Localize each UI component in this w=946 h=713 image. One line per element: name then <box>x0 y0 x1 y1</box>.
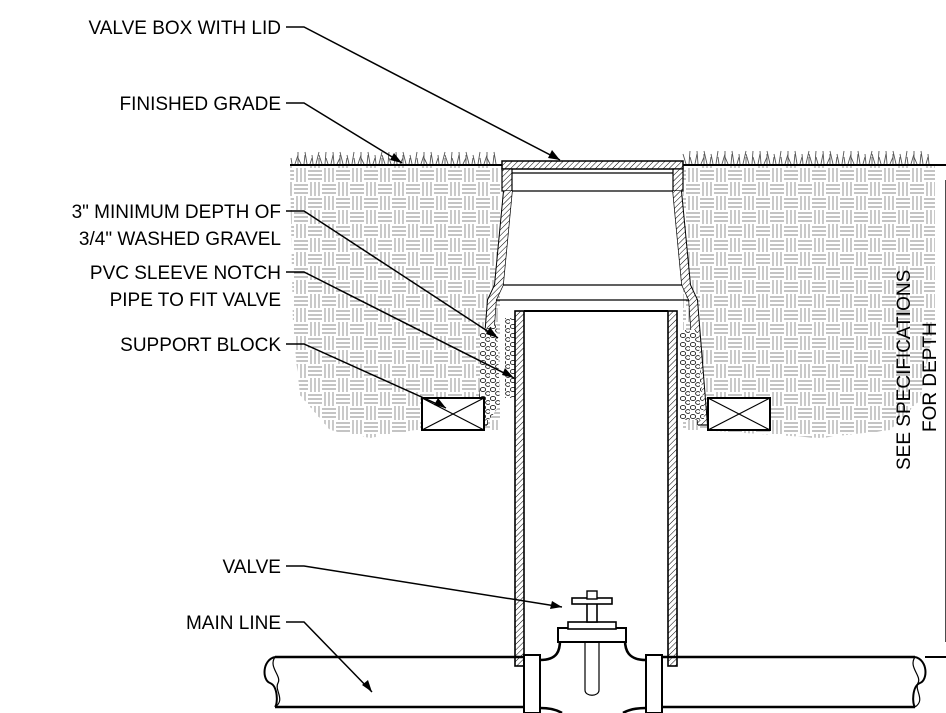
label-valve-box: VALVE BOX WITH LID <box>88 18 281 39</box>
leader-valve-box <box>286 26 561 161</box>
pvc-sleeve <box>514 310 678 667</box>
label-depth-note: SEE SPECIFICATIONS FOR DEPTH <box>894 270 941 470</box>
leader-sleeve <box>286 271 515 379</box>
depth-dimension <box>925 164 946 658</box>
valve-box-lid <box>501 160 684 170</box>
label-gravel-line1: 3" MINIMUM DEPTH OF <box>72 202 281 223</box>
grass-left <box>290 151 497 165</box>
label-depth-line2: FOR DEPTH <box>920 322 941 432</box>
label-gravel-line2: 3/4" WASHED GRAVEL <box>79 229 281 250</box>
soil-right <box>683 165 935 438</box>
soil-left <box>290 165 500 438</box>
main-line-pipe <box>263 655 927 709</box>
leader-main-line <box>286 621 373 693</box>
label-sleeve-line1: PVC SLEEVE NOTCH <box>90 263 281 284</box>
gravel-right <box>680 330 704 420</box>
support-block-left <box>421 397 485 431</box>
valve-body <box>523 590 663 713</box>
label-depth-line1: SEE SPECIFICATIONS <box>894 270 915 470</box>
label-main-line: MAIN LINE <box>186 613 281 634</box>
label-valve: VALVE <box>223 557 281 578</box>
leader-gravel <box>286 210 499 339</box>
leader-support-block <box>286 343 447 409</box>
leader-valve <box>286 565 563 608</box>
label-finished-grade: FINISHED GRADE <box>119 94 281 115</box>
label-sleeve-line2: PIPE TO FIT VALVE <box>110 290 281 311</box>
support-block-right <box>707 397 771 431</box>
label-support-block: SUPPORT BLOCK <box>120 335 281 356</box>
leader-arrowheads <box>362 150 562 692</box>
grass-right <box>682 150 930 165</box>
leader-lines <box>286 26 563 693</box>
leader-finished-grade <box>286 102 403 164</box>
